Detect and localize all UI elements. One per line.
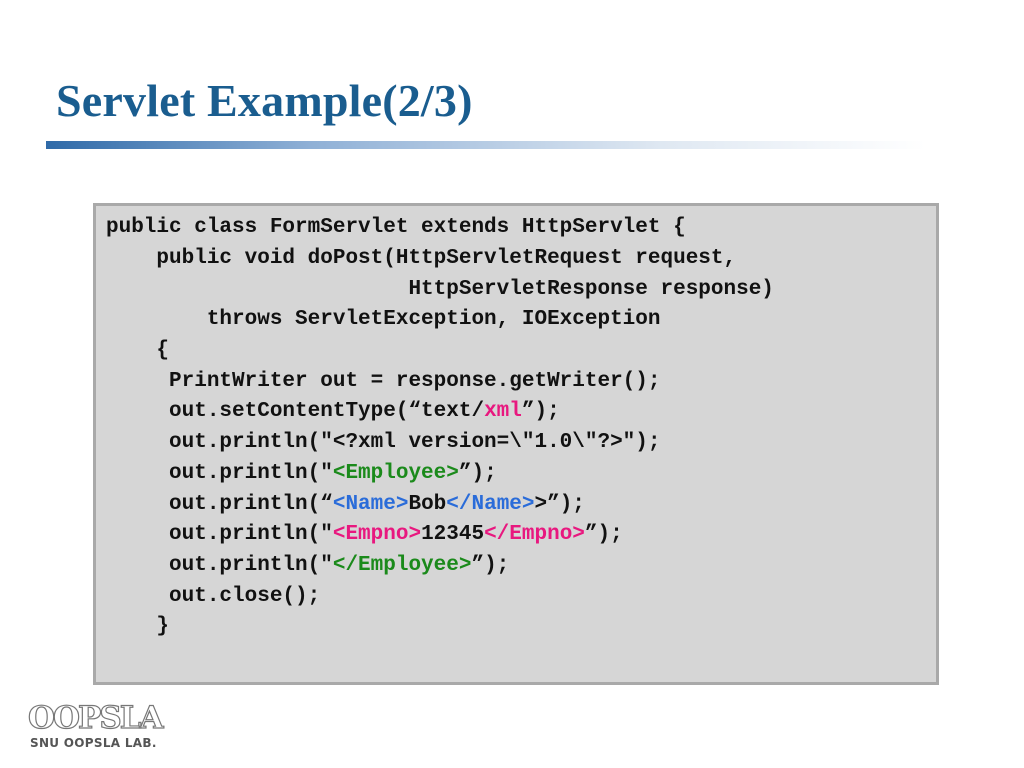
code-text: out.close(); (106, 585, 321, 608)
code-text: } (106, 615, 170, 638)
code-tag-employee-open: <Employee> (332, 462, 459, 485)
code-tag-name-close: </Name> (446, 493, 535, 516)
code-text: out.println(“ (106, 493, 333, 516)
code-text: ”); (471, 554, 510, 577)
code-text: out.println(" (106, 462, 333, 485)
code-highlight-xml: xml (484, 400, 522, 423)
code-text: >”); (534, 493, 585, 516)
code-text: { (106, 339, 170, 362)
code-text: ”); (584, 523, 623, 546)
code-text: throws ServletException, IOException (106, 308, 661, 331)
code-text: PrintWriter out = response.getWriter(); (106, 370, 661, 393)
code-line-4: throws ServletException, IOException (106, 306, 661, 334)
code-line-8: out.println("<?xml version=\"1.0\"?>"); (106, 429, 661, 457)
code-tag-empno-open: <Empno> (332, 523, 422, 546)
code-text: HttpServletResponse response) (106, 278, 774, 301)
oopsla-logo-caption: SNU OOPSLA LAB. (30, 736, 157, 750)
code-line-1: public class FormServlet extends HttpSer… (106, 214, 686, 242)
code-text: Bob (408, 493, 447, 516)
code-line-5: { (106, 337, 169, 365)
code-tag-name-open: <Name> (332, 493, 409, 516)
code-line-10: out.println(“<Name>Bob</Name>>”); (106, 491, 585, 519)
code-text: ”); (458, 462, 497, 485)
oopsla-logo-mark: OOPSLA (27, 699, 164, 736)
code-line-2: public void doPost(HttpServletRequest re… (106, 245, 736, 273)
code-text: public void doPost(HttpServletRequest re… (106, 247, 737, 270)
code-text: out.println(" (106, 523, 333, 546)
oopsla-logo: OOPSLA SNU OOPSLA LAB. (27, 699, 164, 762)
code-line-11: out.println("<Empno>12345</Empno>”); (106, 521, 623, 549)
code-text: out.setContentType(“text/ (106, 400, 485, 423)
code-line-6: PrintWriter out = response.getWriter(); (106, 368, 661, 396)
code-text: 12345 (421, 523, 485, 546)
code-line-12: out.println("</Employee>”); (106, 552, 509, 580)
slide-title: Servlet Example(2/3) (56, 75, 473, 126)
code-tag-employee-close: </Employee> (332, 554, 472, 577)
code-line-14: } (106, 613, 169, 641)
code-block: public class FormServlet extends HttpSer… (93, 203, 939, 685)
code-text: out.println("<?xml version=\"1.0\"?>"); (106, 431, 661, 454)
code-line-9: out.println("<Employee>”); (106, 460, 497, 488)
code-text: ”); (521, 400, 560, 423)
title-underline (46, 141, 926, 149)
code-tag-empno-close: </Empno> (484, 523, 585, 546)
code-line-7: out.setContentType(“text/xml”); (106, 398, 560, 426)
code-text: public class FormServlet extends HttpSer… (106, 216, 686, 239)
code-line-3: HttpServletResponse response) (106, 276, 774, 304)
code-line-13: out.close(); (106, 583, 320, 611)
code-text: out.println(" (106, 554, 333, 577)
